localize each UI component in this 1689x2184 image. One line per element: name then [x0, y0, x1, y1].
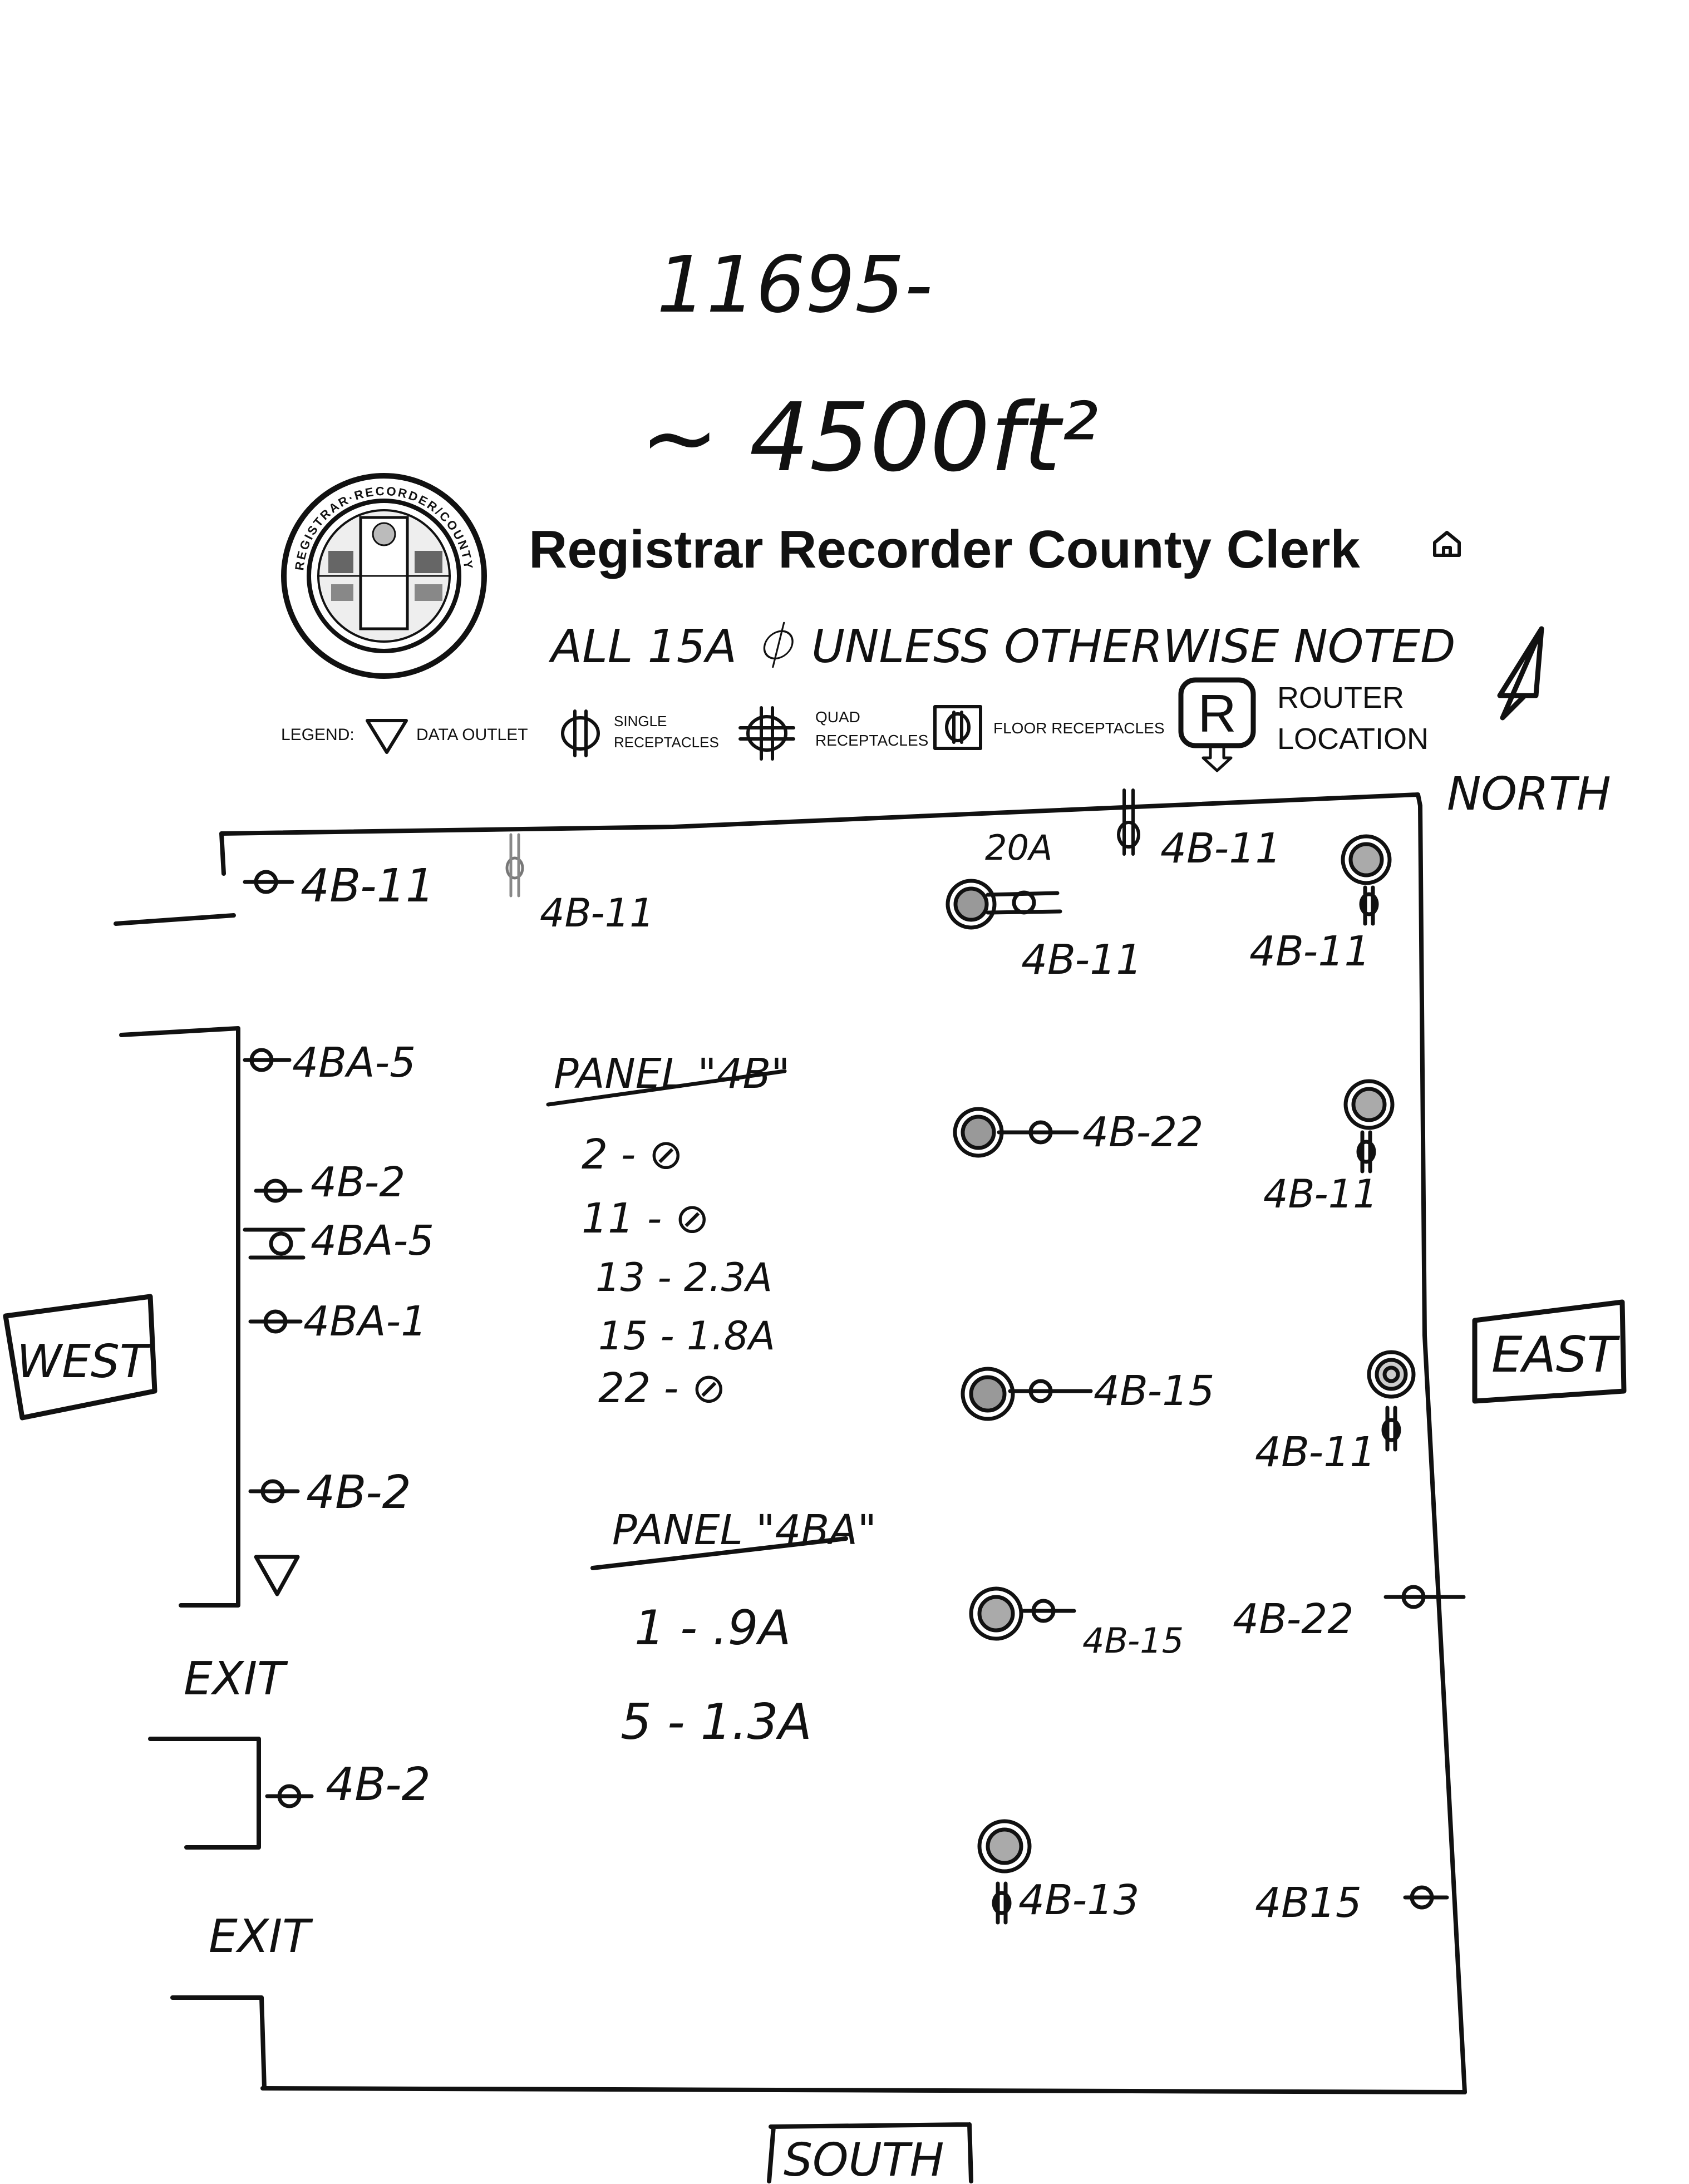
legend-floor: FLOOR RECEPTACLES: [993, 719, 1165, 737]
legend-router-1: ROUTER: [1277, 681, 1404, 714]
west-data-outlet-icon: [254, 1555, 300, 1596]
west-label-1: 4B-11: [301, 860, 435, 913]
west-box: [3, 1294, 157, 1421]
west-label-4: 4BA-5: [311, 1217, 434, 1265]
top-wall-receptacle-icon: [1117, 788, 1140, 856]
data-outlet-legend-icon: [366, 719, 408, 754]
panel-4b-title: PANEL "4B": [554, 1050, 790, 1098]
page-title: Registrar Recorder County Clerk: [529, 520, 1360, 579]
south-label: SOUTH: [784, 2134, 944, 2184]
floor-col-2-receptacles: [1341, 834, 1466, 1910]
panel-4b-row-5: 22 - ⊘: [598, 1364, 726, 1412]
floor-col2-label-5: 4B15: [1255, 1879, 1362, 1927]
panel-4ba-row-1: 1 - .9A: [634, 1600, 791, 1656]
router-letter: R: [1198, 684, 1236, 743]
west-label-5: 4BA-1: [303, 1298, 427, 1345]
south-box: [767, 2122, 973, 2183]
panel-4b-row-1: 2 - ⊘: [582, 1131, 683, 1179]
legend-single-2: RECEPTACLES: [614, 734, 719, 751]
panel-4ba-title: PANEL "4BA": [612, 1506, 876, 1554]
floor-col1-label-3: 4B-15: [1094, 1367, 1214, 1415]
panel-4ba-row-2: 5 - 1.3A: [621, 1693, 812, 1751]
west-label-3: 4B-2: [311, 1158, 405, 1206]
top-mid-receptacle-icon: [505, 833, 524, 898]
panel-4ba: PANEL "4BA" 1 - .9A 5 - 1.3A: [590, 1506, 876, 1751]
floor-col2-label-4: 4B-22: [1233, 1595, 1353, 1643]
county-seal-icon: REGISTRAR·RECORDER/COUNTY CLERK · COUNTY…: [0, 0, 487, 679]
north-label: NORTH: [1447, 768, 1611, 821]
legend-quad-1: QUAD: [815, 708, 860, 726]
quad-receptacle-legend-icon: [738, 706, 795, 761]
floor-col2-label-2: 4B-11: [1263, 1171, 1378, 1217]
east-box: [1472, 1299, 1627, 1404]
amps-note: ALL 15A ⏀ UNLESS OTHERWISE NOTED: [548, 620, 1455, 673]
west-label: WEST: [17, 1335, 151, 1388]
single-receptacle-legend-icon: [561, 709, 600, 757]
job-number: 11695-: [657, 240, 933, 331]
floor-col1-label-4: 4B-15: [1082, 1620, 1184, 1661]
amp-label-20a: 20A: [985, 827, 1052, 868]
panel-4b-row-3: 13 - 2.3A: [595, 1255, 772, 1300]
north-arrow-icon: [1497, 626, 1544, 721]
room-walls: [114, 792, 1467, 2094]
legend-single-1: SINGLE: [614, 713, 667, 729]
panel-4b-row-4: 15 - 1.8A: [598, 1313, 775, 1359]
west-label-2: 4BA-5: [292, 1039, 416, 1087]
floor-col1-label-1: 4B-11: [1021, 936, 1142, 984]
exit-label-2: EXIT: [209, 1910, 313, 1963]
legend-router-2: LOCATION: [1277, 722, 1429, 756]
floor-col-1-receptacles: [946, 879, 1093, 1925]
panel-4b-row-2: 11 - ⊘: [582, 1195, 710, 1243]
west-label-6: 4B-2: [306, 1466, 411, 1519]
panel-4b: PANEL "4B" 2 - ⊘ 11 - ⊘ 13 - 2.3A 15 - 1…: [546, 1050, 790, 1412]
router-legend-icon: R: [1178, 677, 1256, 772]
home-icon: [1433, 531, 1461, 557]
west-receptacles: [243, 870, 314, 1808]
area-note: ~ 4500ft²: [640, 383, 1099, 493]
top-right-label: 4B-11: [1160, 825, 1281, 872]
floor-col2-label-1: 4B-11: [1249, 928, 1370, 975]
seal-text: REGISTRAR·RECORDER/COUNTY CLERK · COUNTY…: [0, 0, 476, 576]
legend-quad-2: RECEPTACLES: [815, 732, 928, 749]
floor-col1-label-5: 4B-13: [1018, 1876, 1139, 1924]
top-mid-label: 4B-11: [540, 890, 654, 936]
legend-data-outlet: DATA OUTLET: [416, 726, 528, 744]
west-label-7: 4B-2: [326, 1758, 431, 1811]
east-label: EAST: [1491, 1326, 1621, 1383]
exit-label-1: EXIT: [184, 1653, 288, 1705]
floor-col1-label-2: 4B-22: [1082, 1108, 1203, 1156]
legend-label: LEGEND:: [281, 726, 354, 744]
floor-col2-label-3: 4B-11: [1255, 1428, 1376, 1476]
floor-receptacle-legend-icon: [933, 705, 982, 750]
